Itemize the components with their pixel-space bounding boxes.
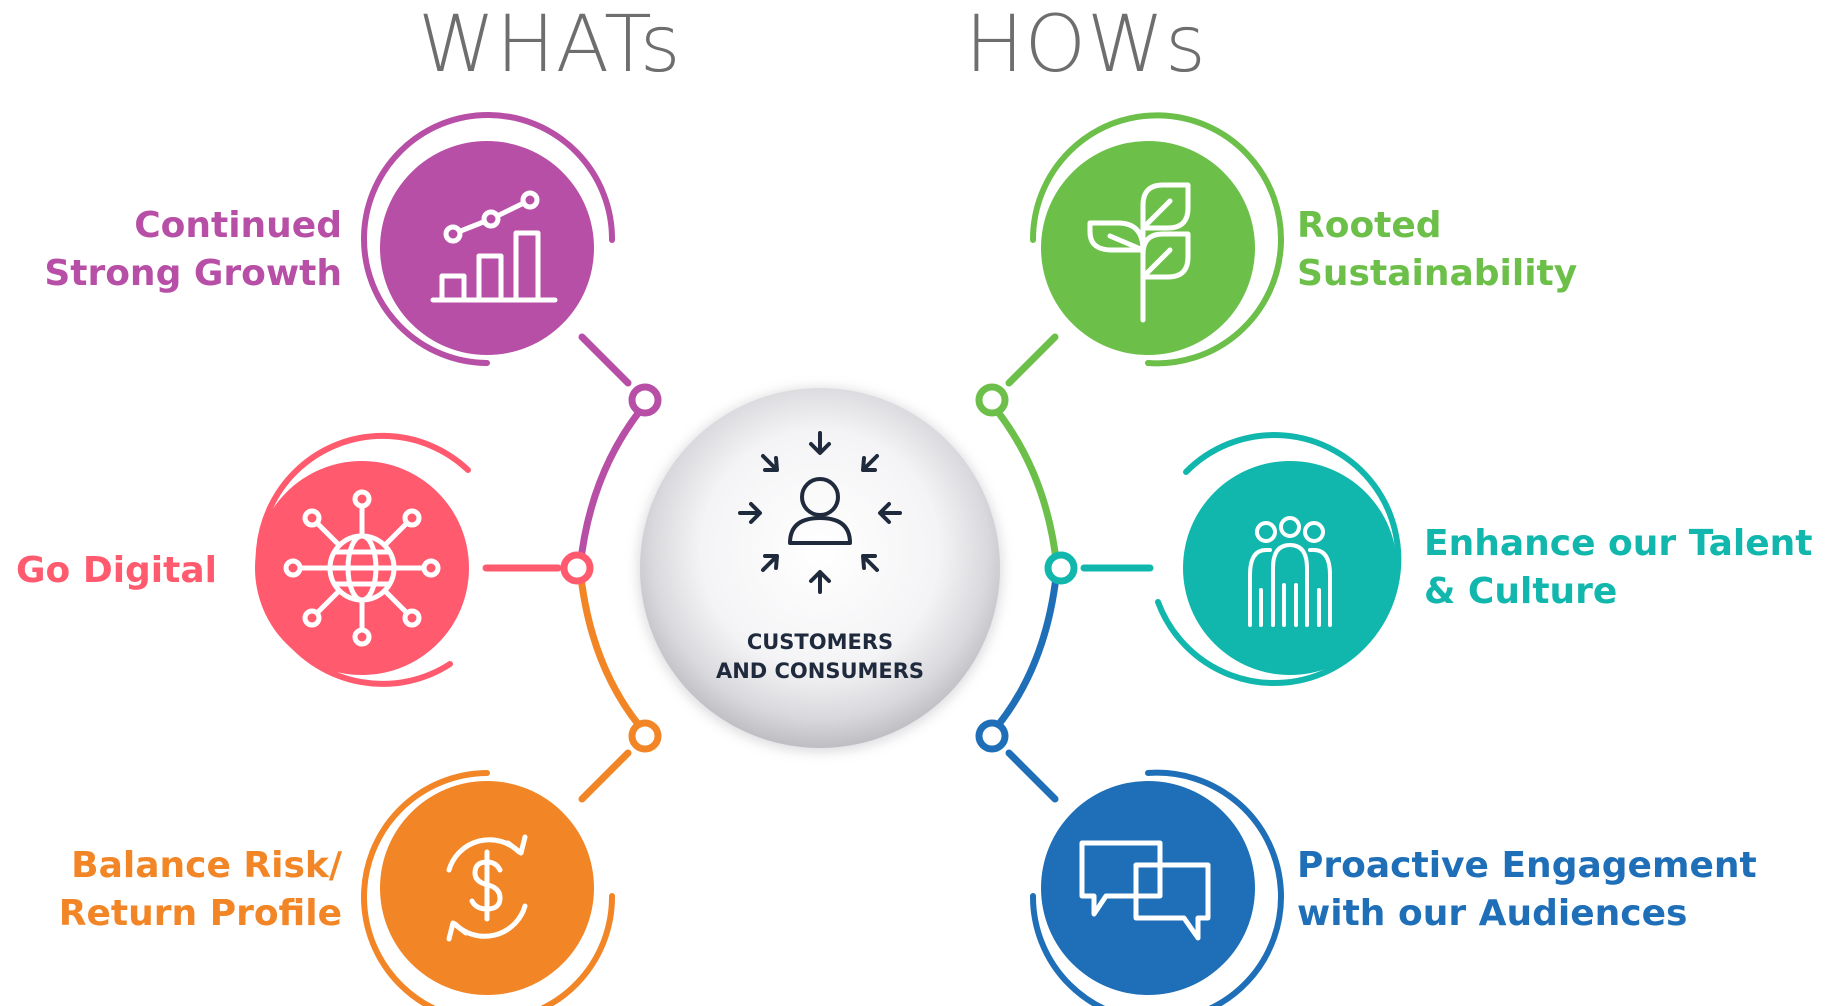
- center-label-line1: CUSTOMERS: [747, 630, 893, 654]
- center-label-line2: AND CONSUMERS: [716, 659, 924, 683]
- label-line1: Go Digital: [16, 550, 217, 591]
- label-line1: Enhance our Talent: [1424, 523, 1813, 564]
- label-line2: with our Audiences: [1297, 893, 1688, 934]
- label-line1: Rooted: [1297, 205, 1442, 246]
- label-line1: Balance Risk/: [71, 845, 342, 886]
- label-line1: Proactive Engagement: [1297, 845, 1757, 886]
- label-go-digital: Go Digital: [16, 547, 217, 595]
- node-balance-risk-return: [361, 770, 616, 1006]
- label-line2: Sustainability: [1297, 253, 1578, 294]
- label-rooted-sustainability: Rooted Sustainability: [1297, 202, 1577, 298]
- plant-leaves-icon: [1087, 182, 1191, 323]
- label-line2: Return Profile: [58, 893, 342, 934]
- node-go-digital: [255, 432, 471, 687]
- arc-orange: [576, 564, 651, 739]
- hows-heading: HOWs: [965, 0, 1207, 90]
- junction-orange: [628, 719, 662, 753]
- arc-green: [986, 398, 1061, 572]
- junction-purple: [628, 383, 662, 417]
- junction-green: [975, 383, 1009, 417]
- junction-blue: [975, 719, 1009, 753]
- link-purple: [578, 333, 632, 387]
- link-blue: [1005, 749, 1059, 803]
- label-line2: Strong Growth: [44, 253, 342, 294]
- link-orange: [578, 749, 632, 803]
- digital-globe-network-icon: [283, 489, 441, 647]
- arc-purple: [576, 398, 651, 572]
- center-circle: [640, 388, 1000, 748]
- node-continued-strong-growth: [361, 112, 616, 366]
- label-balance-risk: Balance Risk/ Return Profile: [59, 842, 342, 938]
- junction-teal: [1044, 551, 1078, 585]
- people-group-icon: [1248, 516, 1332, 627]
- dollar-cycle-icon: [446, 834, 528, 942]
- node-enhance-talent-culture: [1155, 432, 1402, 687]
- growth-chart-icon: [430, 190, 558, 303]
- label-line2: & Culture: [1424, 571, 1618, 612]
- arc-blue: [986, 564, 1061, 739]
- label-continued-strong-growth: Continued Strong Growth: [44, 202, 342, 298]
- junction-pink: [560, 551, 594, 585]
- link-green: [1005, 333, 1059, 387]
- label-line1: Continued: [134, 205, 342, 246]
- whats-heading: WHATs: [418, 0, 682, 90]
- node-proactive-engagement: [1029, 769, 1284, 1006]
- label-enhance-talent-culture: Enhance our Talent & Culture: [1424, 520, 1813, 616]
- label-proactive-engagement: Proactive Engagement with our Audiences: [1297, 842, 1757, 938]
- chat-bubbles-icon: [1079, 840, 1211, 941]
- node-rooted-sustainability: [1029, 112, 1284, 367]
- customer-focus-icon: [738, 431, 902, 594]
